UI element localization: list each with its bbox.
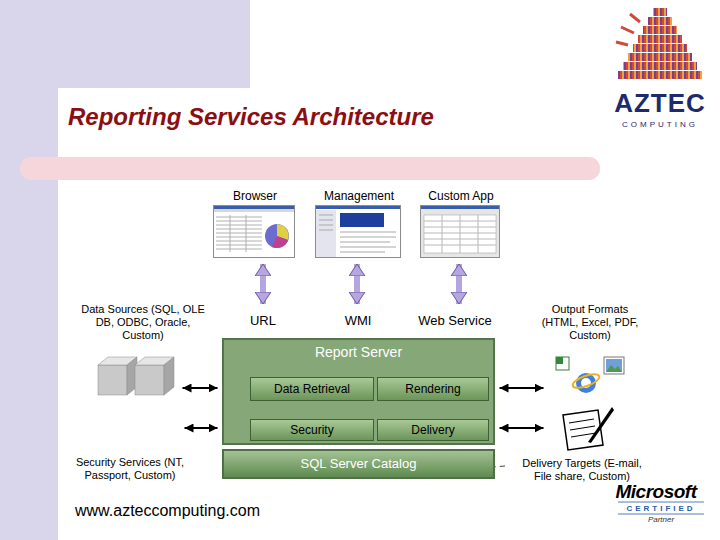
pyramid-step bbox=[623, 62, 697, 70]
table-grid bbox=[216, 215, 262, 252]
pie-chart bbox=[265, 224, 289, 248]
data-flow-arrow bbox=[185, 427, 218, 429]
node-text: WMI bbox=[345, 313, 372, 329]
client-window: Browser bbox=[213, 205, 295, 258]
component-box: Security bbox=[250, 419, 374, 441]
node-text: SQL Server Catalog bbox=[301, 456, 417, 472]
image-icon bbox=[604, 357, 624, 374]
website-url: www.azteccomputing.com bbox=[75, 502, 260, 520]
excel-mark bbox=[556, 357, 563, 364]
logo-subtext: COMPUTING bbox=[612, 120, 708, 129]
interface-arrow bbox=[456, 264, 462, 304]
security-services: Security Services (NT, Passport, Custom) bbox=[70, 412, 180, 492]
node-text: Rendering bbox=[405, 382, 460, 396]
data-flow-arrow bbox=[183, 387, 218, 389]
catalog-box: SQL Server Catalog bbox=[222, 449, 495, 479]
image-hills bbox=[606, 365, 622, 372]
partner-logo-text: CERTIFIED bbox=[616, 504, 706, 513]
node-text: Security bbox=[290, 423, 333, 437]
node-text: Data Sources (SQL, OLE DB, ODBC, Oracle,… bbox=[78, 303, 208, 343]
client-window: Management bbox=[315, 205, 401, 258]
node-text: Browser bbox=[194, 189, 316, 203]
node-text: Delivery bbox=[411, 423, 454, 437]
component-box: Delivery bbox=[377, 419, 489, 441]
interface-label: Web Service bbox=[405, 310, 505, 332]
cube-front bbox=[135, 365, 164, 395]
interface-arrow bbox=[260, 264, 266, 304]
server-box: Report ServerData Retrieval RenderingSecu… bbox=[222, 338, 495, 445]
data-flow-arrow bbox=[500, 387, 544, 389]
note-lines bbox=[569, 419, 596, 437]
logo-rays bbox=[616, 14, 640, 45]
pyramid-step bbox=[633, 44, 687, 52]
output-formats: Output Formats (HTML, Excel, PDF, Custom… bbox=[548, 302, 640, 398]
quill bbox=[588, 407, 614, 443]
content-lines bbox=[319, 215, 396, 252]
node-text: Security Services (NT, Passport, Custom) bbox=[65, 456, 195, 482]
browser-icon-orbit bbox=[571, 372, 601, 391]
interface-label: URL bbox=[243, 310, 283, 332]
partner-logo-text: Microsoft bbox=[606, 481, 706, 503]
delivery-icon bbox=[563, 407, 614, 450]
partner-logo-text: Partner bbox=[616, 515, 706, 524]
node-text: Output Formats (HTML, Excel, PDF, Custom… bbox=[535, 303, 645, 343]
excel-icon bbox=[556, 357, 569, 370]
grid-area bbox=[424, 215, 496, 253]
window bbox=[213, 205, 295, 258]
toolbar bbox=[213, 209, 295, 212]
image-sky bbox=[606, 359, 622, 372]
management-screenshot bbox=[315, 205, 401, 258]
window bbox=[315, 205, 401, 258]
pyramid-step bbox=[628, 53, 692, 61]
slide-title: Reporting Services Architecture bbox=[68, 103, 434, 131]
node-text: Web Service bbox=[418, 313, 491, 329]
side-panel bbox=[316, 210, 336, 257]
pie-slice bbox=[272, 236, 288, 248]
window bbox=[420, 205, 500, 258]
node-text: Management bbox=[296, 189, 422, 203]
node-text: Report Server bbox=[224, 344, 493, 361]
node-text: Custom App bbox=[401, 189, 521, 203]
custom-app-screenshot bbox=[420, 205, 500, 258]
output-icons bbox=[556, 357, 624, 393]
pyramid-step bbox=[618, 71, 702, 79]
delivery-targets: Delivery Targets (E-mail, File share, Cu… bbox=[548, 405, 640, 492]
client-window: Custom App bbox=[420, 205, 500, 258]
node-text: Delivery Targets (E-mail, File share, Cu… bbox=[517, 457, 647, 483]
pyramid-step bbox=[653, 8, 667, 16]
interface-label: WMI bbox=[337, 310, 379, 332]
cube-front bbox=[98, 365, 127, 395]
node-text: URL bbox=[250, 313, 276, 329]
pyramid-step bbox=[648, 17, 672, 25]
pyramid-step bbox=[638, 35, 682, 43]
node-text: Data Retrieval bbox=[274, 382, 350, 396]
interface-arrow bbox=[354, 264, 360, 304]
banner bbox=[340, 213, 384, 227]
data-flow-arrow bbox=[500, 427, 544, 429]
aztec-logo bbox=[616, 8, 702, 79]
pyramid-step bbox=[643, 26, 677, 34]
component-box: Data Retrieval bbox=[250, 377, 374, 401]
browser-screenshot bbox=[213, 205, 295, 258]
database-cubes bbox=[98, 357, 174, 395]
template-bar bbox=[20, 157, 600, 180]
data-source: Data Sources (SQL, OLE DB, ODBC, Oracle,… bbox=[70, 302, 178, 398]
grid-lines bbox=[424, 215, 496, 253]
cube-side bbox=[164, 357, 174, 395]
component-box: Rendering bbox=[377, 377, 489, 401]
logo-text: AZTEC bbox=[612, 88, 708, 119]
template-strip bbox=[0, 0, 58, 540]
